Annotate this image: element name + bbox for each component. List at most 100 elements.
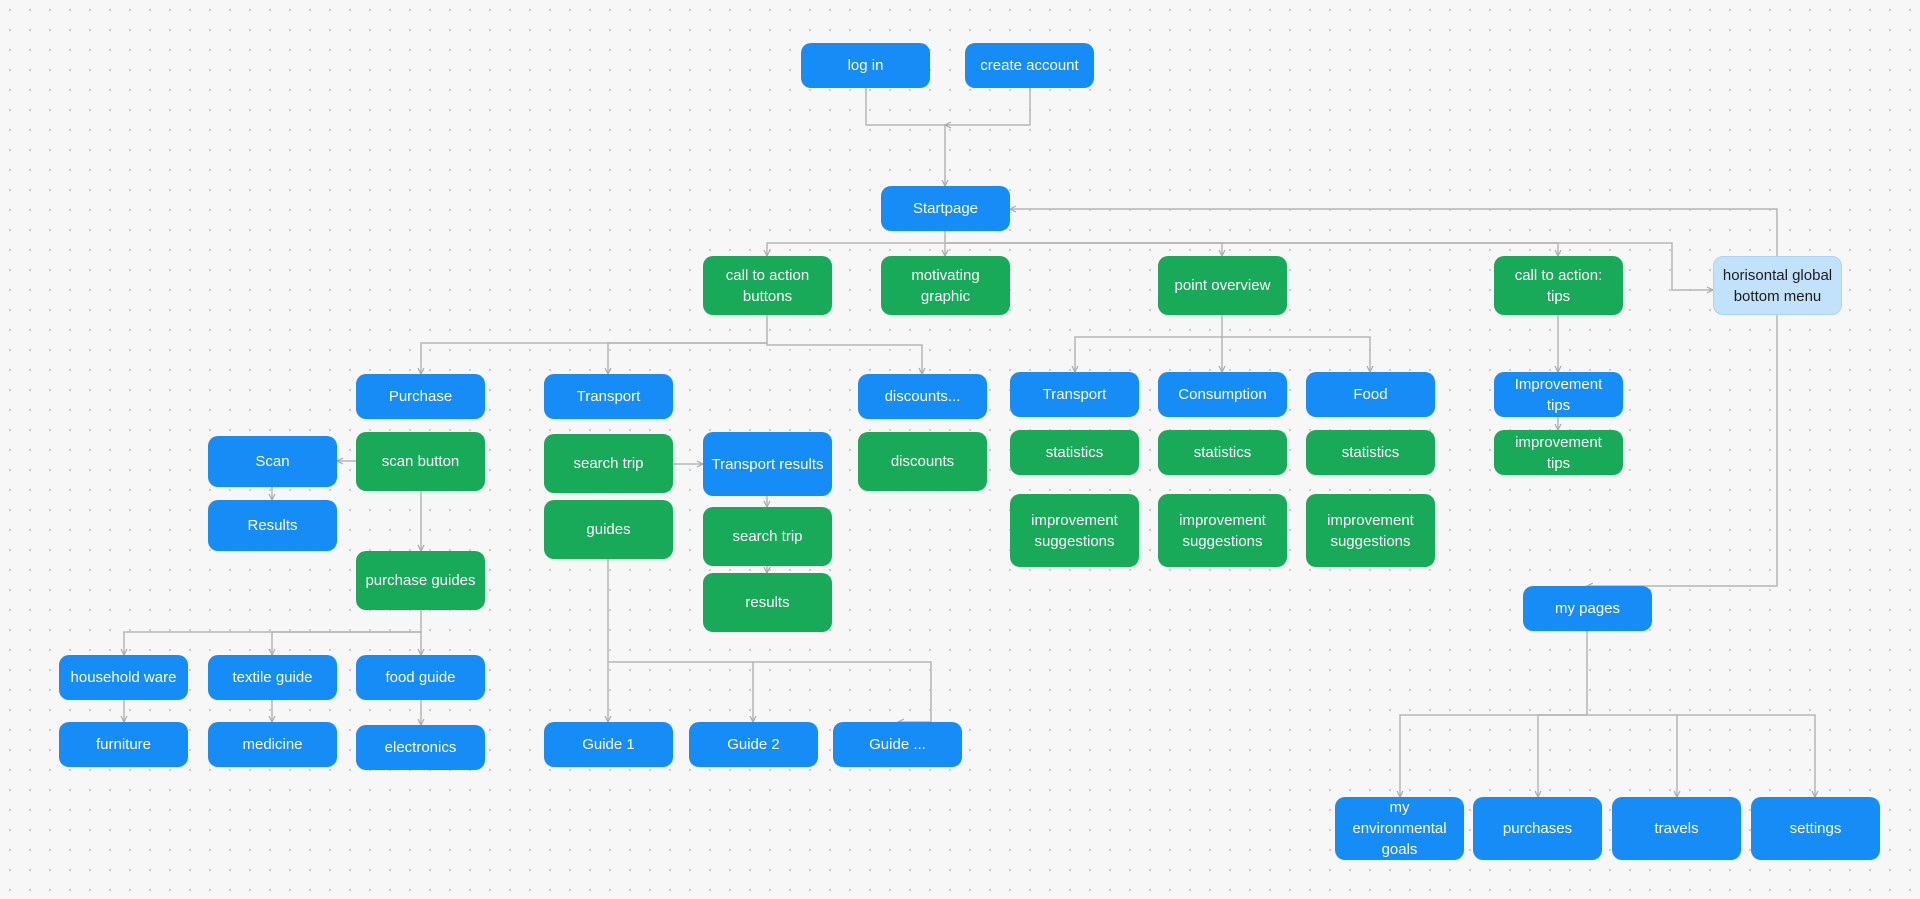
node-results-scan[interactable]: Results — [208, 500, 337, 551]
node-results-transport[interactable]: results — [703, 573, 832, 632]
node-label: statistics — [1193, 444, 1252, 461]
node-scan[interactable]: Scan — [208, 436, 337, 487]
node-call-to-action-tips[interactable]: call to action: tips — [1494, 256, 1623, 315]
node-purchase[interactable]: Purchase — [356, 374, 485, 419]
node-label: call to action buttons — [725, 266, 810, 305]
node-label: scan button — [381, 453, 460, 470]
node-household-ware[interactable]: household ware — [59, 655, 188, 700]
node-guide-more[interactable]: Guide ... — [833, 722, 962, 767]
node-improvement-suggestions-food[interactable]: improvement suggestions — [1306, 494, 1435, 567]
node-discounts-page[interactable]: discounts... — [858, 374, 987, 419]
node-my-pages[interactable]: my pages — [1523, 586, 1652, 631]
node-transport[interactable]: Transport — [544, 374, 673, 419]
node-search-trip[interactable]: search trip — [544, 434, 673, 493]
node-label: medicine — [242, 736, 303, 753]
node-label: guides — [586, 521, 631, 538]
node-label: Scan — [255, 453, 290, 470]
node-label: furniture — [95, 736, 152, 753]
connector-create-account-to-startpage — [945, 88, 1031, 125]
node-label: Results — [247, 517, 298, 534]
node-food-overview[interactable]: Food — [1306, 372, 1435, 417]
node-label: search trip — [732, 528, 803, 545]
node-guides[interactable]: guides — [544, 500, 673, 559]
node-purchase-guides[interactable]: purchase guides — [356, 551, 485, 610]
node-statistics-food[interactable]: statistics — [1306, 430, 1435, 475]
node-scan-button[interactable]: scan button — [356, 432, 485, 491]
node-label: discounts... — [884, 388, 961, 405]
node-medicine[interactable]: medicine — [208, 722, 337, 767]
connector-guides-to-guide-more — [753, 661, 932, 722]
connector-my-pages-to-purchases — [1538, 714, 1587, 797]
node-label: Startpage — [912, 200, 979, 217]
node-label: results — [745, 594, 790, 611]
node-food-guide[interactable]: food guide — [356, 655, 485, 700]
node-discounts[interactable]: discounts — [858, 432, 987, 491]
node-label: my environmental goals — [1352, 799, 1447, 858]
connector-point-overview-to-transport-overview — [1075, 315, 1223, 372]
connector-startpage-to-horisontal-global-bottom-menu — [945, 242, 1713, 290]
node-label: Purchase — [388, 388, 453, 405]
node-label: Guide 1 — [582, 736, 635, 753]
node-improvement-suggestions-transport[interactable]: improvement suggestions — [1010, 494, 1139, 567]
node-my-environmental-goals[interactable]: my environmental goals — [1335, 797, 1464, 860]
node-log-in[interactable]: log in — [801, 43, 930, 88]
node-label: electronics — [384, 739, 457, 756]
node-label: improvement suggestions — [1179, 511, 1266, 550]
node-purchases[interactable]: purchases — [1473, 797, 1602, 860]
node-label: travels — [1654, 820, 1699, 837]
node-settings[interactable]: settings — [1751, 797, 1880, 860]
node-label: Transport results — [711, 455, 824, 473]
node-label: Consumption — [1178, 386, 1267, 403]
node-label: Guide 2 — [727, 736, 780, 753]
node-label: my pages — [1554, 600, 1621, 617]
node-travels[interactable]: travels — [1612, 797, 1741, 860]
node-horisontal-global-bottom-menu[interactable]: horisontal global bottom menu — [1713, 256, 1842, 315]
node-guide-1[interactable]: Guide 1 — [544, 722, 673, 767]
node-label: call to action: tips — [1514, 266, 1603, 305]
node-label: log in — [847, 57, 884, 74]
node-startpage[interactable]: Startpage — [881, 186, 1010, 231]
node-call-to-action-buttons[interactable]: call to action buttons — [703, 256, 832, 315]
node-label: horisontal global bottom menu — [1722, 266, 1833, 305]
node-transport-overview[interactable]: Transport — [1010, 372, 1139, 417]
connector-purchase-guides-to-textile-guide — [272, 631, 421, 655]
node-label: statistics — [1045, 444, 1104, 461]
node-textile-guide[interactable]: textile guide — [208, 655, 337, 700]
node-label: point overview — [1174, 277, 1271, 294]
connector-my-pages-to-my-environmental-goals — [1400, 631, 1588, 797]
connector-call-to-action-buttons-to-purchase — [421, 315, 768, 374]
node-label: Guide ... — [869, 736, 926, 753]
connector-log-in-to-startpage — [865, 88, 945, 186]
node-create-account[interactable]: create account — [965, 43, 1094, 88]
node-label: discounts — [890, 453, 955, 470]
node-improvement-tips-page[interactable]: Improvement tips — [1494, 372, 1623, 417]
node-improvement-tips[interactable]: improvement tips — [1494, 430, 1623, 475]
node-label: statistics — [1341, 444, 1400, 461]
node-statistics-transport[interactable]: statistics — [1010, 430, 1139, 475]
node-label: settings — [1789, 820, 1842, 837]
node-label: Transport — [1042, 386, 1107, 403]
node-furniture[interactable]: furniture — [59, 722, 188, 767]
node-electronics[interactable]: electronics — [356, 725, 485, 770]
node-label: search trip — [573, 455, 644, 472]
node-transport-results[interactable]: Transport results — [703, 432, 832, 496]
connector-horisontal-global-bottom-menu-to-startpage — [1010, 209, 1778, 256]
node-label: Improvement tips — [1514, 375, 1603, 414]
connector-startpage-to-call-to-action-tips — [945, 242, 1558, 256]
node-label: Transport — [576, 388, 641, 405]
node-consumption-overview[interactable]: Consumption — [1158, 372, 1287, 417]
node-label: improvement tips — [1515, 433, 1602, 472]
node-improvement-suggestions-consumption[interactable]: improvement suggestions — [1158, 494, 1287, 567]
node-label: purchases — [1502, 820, 1573, 837]
node-search-trip-2[interactable]: search trip — [703, 507, 832, 566]
node-guide-2[interactable]: Guide 2 — [689, 722, 818, 767]
connector-guides-to-guide-2 — [608, 661, 753, 722]
connector-my-pages-to-travels — [1587, 714, 1677, 797]
connector-point-overview-to-food-overview — [1222, 336, 1370, 372]
node-motivating-graphic[interactable]: motivating graphic — [881, 256, 1010, 315]
node-label: purchase guides — [365, 572, 476, 589]
node-label: textile guide — [232, 669, 313, 686]
node-point-overview[interactable]: point overview — [1158, 256, 1287, 315]
node-statistics-consumption[interactable]: statistics — [1158, 430, 1287, 475]
